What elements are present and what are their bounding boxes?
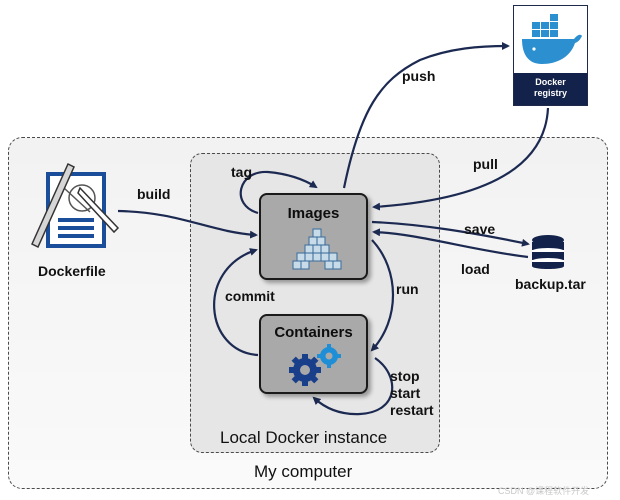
- dockerfile-icon: [31, 162, 120, 249]
- dockerfile-label: Dockerfile: [38, 263, 106, 279]
- containers-label: Containers: [274, 324, 353, 341]
- stop-start-restart-arrow: [312, 357, 394, 416]
- backup-label: backup.tar: [515, 276, 586, 292]
- tag-arrow: [239, 170, 318, 215]
- edge-label-start: start: [390, 385, 421, 401]
- local-docker-instance-label: Local Docker instance: [220, 428, 388, 447]
- push-arrow: [342, 42, 510, 189]
- containers-node: Containers: [259, 314, 368, 394]
- edge-label-commit: commit: [225, 288, 275, 304]
- edge-label-run: run: [396, 281, 419, 297]
- edge-label-build: build: [137, 186, 171, 202]
- edge-label-save: save: [464, 221, 496, 237]
- build-arrow: [117, 209, 258, 239]
- docker-registry: Docker registry: [513, 5, 588, 106]
- database-icon: [532, 235, 564, 269]
- registry-label: Docker registry: [514, 73, 587, 105]
- edge-label-restart: restart: [390, 402, 434, 418]
- my-computer-label: My computer: [254, 462, 353, 481]
- watermark: CSDN @课程软件开发: [498, 486, 590, 496]
- gears-icon: [289, 344, 341, 386]
- run-arrow: [370, 239, 395, 352]
- commit-arrow: [213, 248, 259, 357]
- edge-label-push: push: [402, 68, 436, 84]
- images-node: Images: [259, 193, 368, 280]
- edge-label-stop: stop: [390, 368, 420, 384]
- load-arrow: [372, 228, 529, 259]
- edge-label-tag: tag: [231, 164, 252, 180]
- images-label: Images: [287, 205, 340, 222]
- docker-whale-icon: [522, 14, 582, 64]
- save-arrow: [371, 220, 530, 247]
- edge-label-load: load: [461, 261, 490, 277]
- registry-label-line2: registry: [533, 88, 568, 98]
- registry-label-line1: Docker: [535, 77, 566, 87]
- edge-label-pull: pull: [473, 156, 498, 172]
- image-layers-icon: [292, 228, 342, 270]
- pull-arrow: [372, 107, 550, 211]
